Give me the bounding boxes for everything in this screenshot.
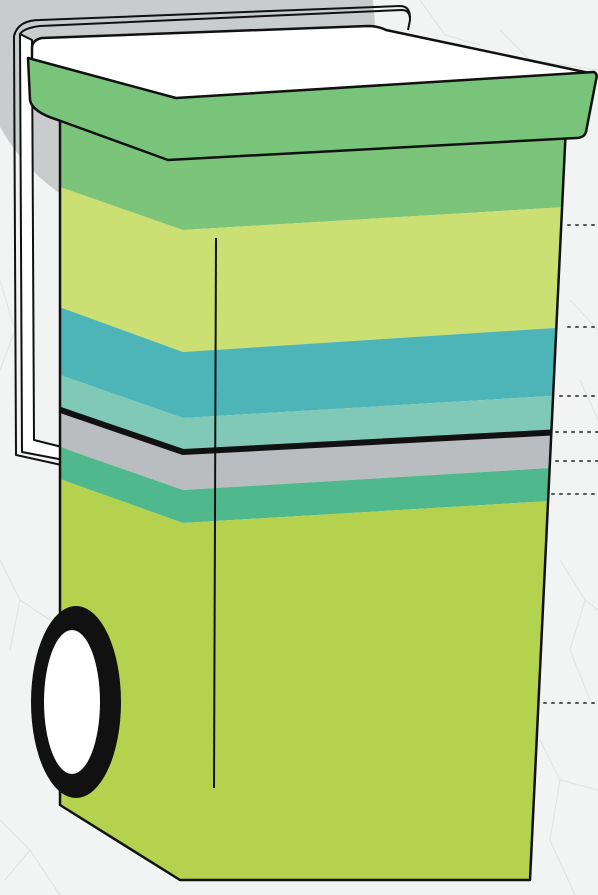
bin-wheel: [31, 606, 121, 798]
bin-layer-7: [40, 472, 598, 895]
bin-body: [40, 100, 598, 895]
wheel-hub: [44, 630, 100, 774]
